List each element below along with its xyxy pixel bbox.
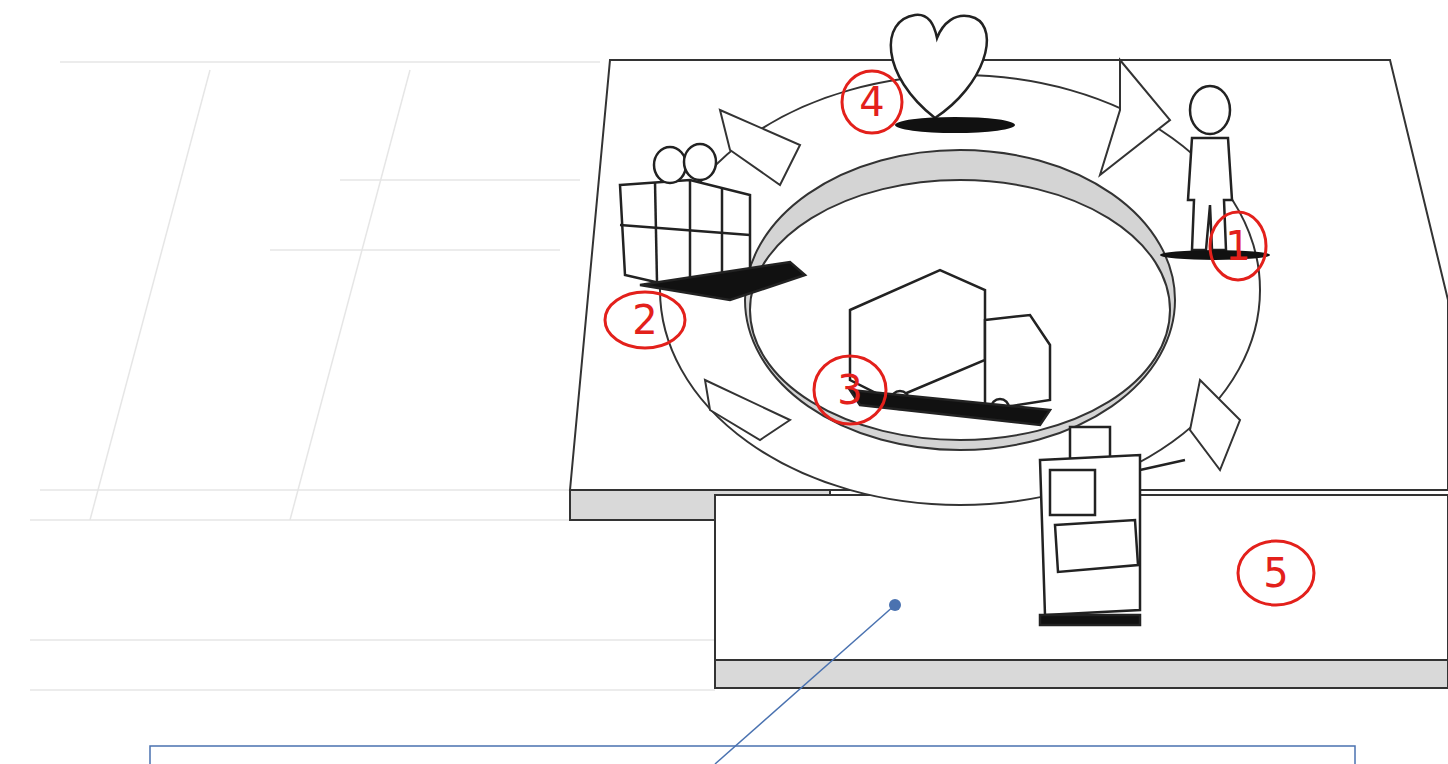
ring-hole — [750, 180, 1170, 440]
plate-edge — [715, 660, 1448, 688]
callout-circles — [605, 71, 1314, 605]
callout-number: 4 — [859, 82, 884, 122]
leader-line — [715, 605, 895, 764]
truck-icon — [850, 270, 1050, 425]
callout-number: 5 — [1263, 553, 1288, 593]
callout-number: 3 — [837, 370, 862, 410]
heart-shadow — [895, 117, 1015, 133]
callout-number: 1 — [1225, 226, 1250, 266]
ring-shade — [745, 150, 1175, 450]
heart-icon — [891, 15, 987, 118]
gift-icon — [620, 144, 805, 300]
note-box — [150, 746, 1355, 764]
callout-number: 2 — [632, 300, 657, 340]
cash-register-icon — [1040, 427, 1185, 625]
board-top — [570, 60, 1448, 490]
leader-dot — [889, 599, 901, 611]
customer-icon — [1160, 86, 1270, 260]
